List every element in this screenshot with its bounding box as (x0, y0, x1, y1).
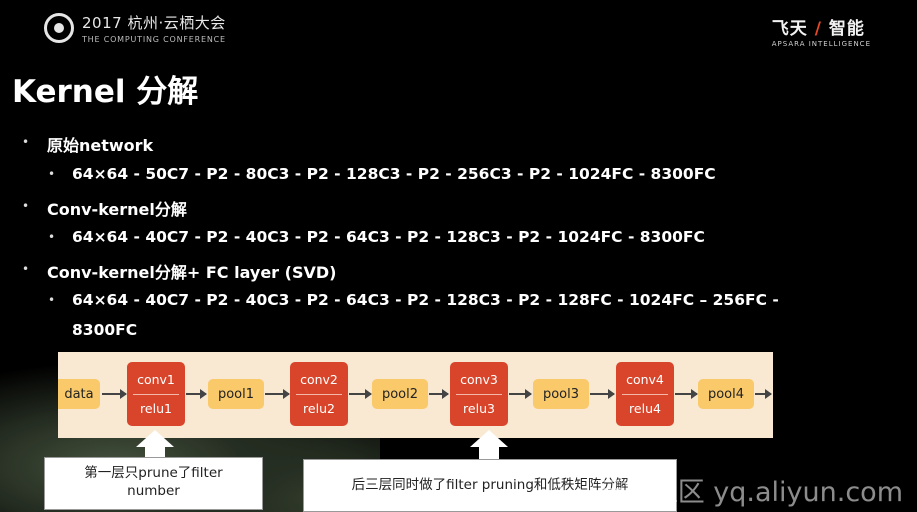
flow-arrow (755, 389, 772, 399)
bullet-dot: • (22, 199, 30, 213)
pool1-node: pool1 (208, 379, 264, 409)
data-node: data (58, 379, 100, 409)
flow-arrow (509, 389, 532, 399)
relu3-label: relu3 (463, 401, 495, 416)
bullet-dot: • (22, 135, 30, 149)
pool3-node: pool3 (533, 379, 589, 409)
conv4-relu4-node: conv4 relu4 (616, 362, 674, 426)
page-title: Kernel 分解 (12, 74, 199, 110)
bullet-detail-svd-line1: 64×64 - 40C7 - P2 - 40C3 - P2 - 64C3 - P… (72, 291, 779, 309)
relu1-label: relu1 (140, 401, 172, 416)
conv2-relu2-node: conv2 relu2 (290, 362, 348, 426)
event-brand: 2017 杭州·云栖大会 THE COMPUTING CONFERENCE (44, 12, 226, 44)
up-arrow-right-icon (470, 430, 508, 462)
network-diagram: data conv1 relu1 pool1 conv2 relu2 pool2… (58, 352, 773, 438)
conv4-label: conv4 (626, 372, 664, 387)
bullet-label-conv-kernel: Conv-kernel分解 (47, 200, 187, 219)
conv3-label: conv3 (460, 372, 498, 387)
pool4-node: pool4 (698, 379, 754, 409)
bullet-dot: • (48, 230, 56, 244)
bullet-dot: • (48, 293, 56, 307)
conference-logo-icon (44, 13, 74, 43)
note-last-layers: 后三层同时做了filter pruning和低秩矩阵分解 (303, 459, 677, 512)
conv2-label: conv2 (300, 372, 338, 387)
brand-subtitle: APSARA INTELLIGENCE (771, 40, 871, 48)
brand-slash: / (814, 19, 822, 39)
bullet-dot: • (48, 167, 56, 181)
relu4-label: relu4 (629, 401, 661, 416)
flow-arrow (186, 389, 207, 399)
flow-arrow (429, 389, 449, 399)
flow-arrow (102, 389, 127, 399)
event-subtitle: THE COMPUTING CONFERENCE (82, 35, 226, 44)
relu2-label: relu2 (303, 401, 335, 416)
bullet-label-original: 原始network (47, 136, 154, 155)
event-title: 2017 杭州·云栖大会 (82, 14, 226, 32)
apsara-brand: 飞天 / 智能 APSARA INTELLIGENCE (772, 14, 871, 48)
flow-arrow (265, 389, 290, 399)
bullet-label-conv-kernel-svd: Conv-kernel分解+ FC layer (SVD) (47, 263, 337, 282)
bullet-detail-original: 64×64 - 50C7 - P2 - 80C3 - P2 - 128C3 - … (72, 165, 716, 183)
flow-arrow (590, 389, 615, 399)
pool2-node: pool2 (372, 379, 428, 409)
note-first-layer: 第一层只prune了filter number (44, 457, 263, 510)
conv3-relu3-node: conv3 relu3 (450, 362, 508, 426)
bullet-detail-svd-line2: 8300FC (72, 321, 138, 339)
watermark: 云栖社区 yq.aliyun.com (596, 477, 903, 508)
conv1-relu1-node: conv1 relu1 (127, 362, 185, 426)
bullet-detail-conv-kernel: 64×64 - 40C7 - P2 - 40C3 - P2 - 64C3 - P… (72, 228, 705, 246)
conv1-label: conv1 (137, 372, 175, 387)
bullet-dot: • (22, 262, 30, 276)
brand-name-b: 智能 (828, 19, 865, 39)
flow-arrow (675, 389, 698, 399)
flow-arrow (349, 389, 372, 399)
brand-name-a: 飞天 (771, 19, 808, 39)
